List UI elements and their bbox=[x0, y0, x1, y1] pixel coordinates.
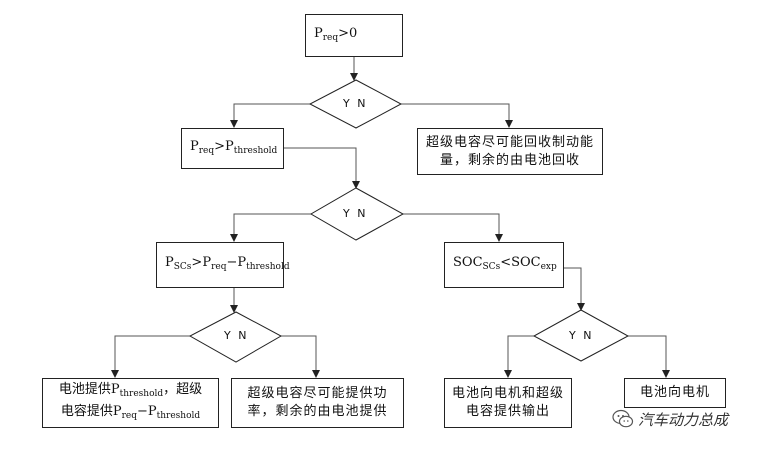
node-sc-provide-power: 超级电容尽可能提供功率，剩余的由电池提供 bbox=[231, 378, 404, 428]
decision-3-label: Y N bbox=[224, 329, 249, 342]
decision-1-label: Y N bbox=[343, 97, 368, 110]
node-preq-gt-threshold: Preq>Pthreshold bbox=[181, 128, 284, 169]
watermark: 汽车动力总成 bbox=[612, 408, 728, 430]
connector-d3-n7 bbox=[281, 335, 320, 378]
node-battery-to-motor-and-sc: 电池向电机和超级电容提供输出 bbox=[444, 378, 572, 428]
connector-n2-d2 bbox=[284, 147, 360, 189]
decision-diamond-4 bbox=[532, 309, 630, 362]
connector-d1-n2 bbox=[230, 103, 310, 128]
watermark-text: 汽车动力总成 bbox=[638, 410, 729, 429]
node-battery-to-motor: 电池向电机 bbox=[624, 378, 726, 408]
connector-d1-n3 bbox=[401, 103, 513, 128]
connector-d4-n8 bbox=[504, 335, 534, 378]
connector-d2-n4 bbox=[230, 213, 311, 242]
connector-d2-n5 bbox=[403, 213, 503, 242]
decision-diamond-3 bbox=[188, 311, 283, 363]
wechat-logo-icon bbox=[612, 409, 634, 428]
decision-2-label: Y N bbox=[343, 207, 368, 220]
decision-diamond-1 bbox=[308, 79, 403, 129]
node-soc-lt-exp: SOCSCs<SOCexp bbox=[444, 242, 564, 288]
node-preq-positive: Preq>0 bbox=[305, 14, 403, 57]
connector-d4-n9 bbox=[628, 335, 670, 378]
connector-d3-n6 bbox=[111, 335, 190, 378]
node-psc-gt-diff: PSCs>Preq−Pthreshold bbox=[156, 242, 290, 288]
node-sc-recover-braking: 超级电容尽可能回收制动能量，剩余的由电池回收 bbox=[417, 128, 603, 175]
decision-4-label: Y N bbox=[569, 329, 594, 342]
node-battery-threshold-sc-diff: 电池提供Pthreshold，超级 电容提供Preq−Pthreshold bbox=[42, 378, 219, 428]
connector-n5-d4 bbox=[564, 267, 585, 311]
decision-diamond-2 bbox=[310, 187, 405, 241]
